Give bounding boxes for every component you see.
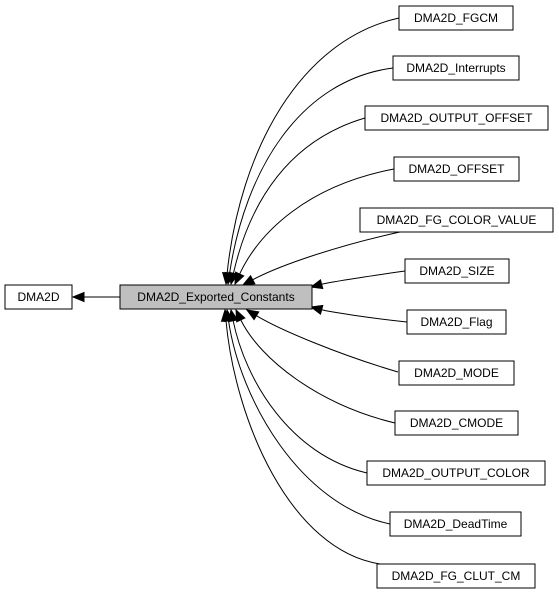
node-child-deadtime-label: DMA2D_DeadTime bbox=[404, 517, 508, 531]
node-current-label: DMA2D_Exported_Constants bbox=[137, 290, 294, 304]
diagram-nodes: DMA2D DMA2D_Exported_Constants DMA2D_FGC… bbox=[4, 5, 554, 589]
node-child-size-box bbox=[404, 258, 510, 284]
node-child-fg-clut-cm[interactable]: DMA2D_FG_CLUT_CM bbox=[376, 563, 536, 589]
edge-fg-clut-cm-arrowhead bbox=[220, 308, 232, 322]
edge-to-parent-arrowhead bbox=[71, 291, 85, 303]
edge-mode bbox=[255, 314, 399, 373]
node-child-output-color-box bbox=[366, 460, 546, 486]
node-child-fgcm[interactable]: DMA2D_FGCM bbox=[398, 5, 514, 31]
node-child-output-offset-box bbox=[364, 105, 549, 131]
node-child-output-offset-label: DMA2D_OUTPUT_OFFSET bbox=[380, 111, 533, 125]
edge-cmode-arrowhead bbox=[235, 308, 246, 323]
edge-output-offset bbox=[232, 117, 366, 275]
diagram-edges bbox=[71, 17, 408, 565]
edge-deadtime bbox=[227, 319, 391, 525]
node-child-size-label: DMA2D_SIZE bbox=[419, 264, 494, 278]
node-parent[interactable]: DMA2D bbox=[4, 284, 73, 310]
edge-offset-arrowhead bbox=[234, 271, 245, 286]
node-child-fg-color-value-label: DMA2D_FG_COLOR_VALUE bbox=[377, 213, 537, 227]
node-child-interrupts-box bbox=[392, 55, 520, 81]
node-child-flag-label: DMA2D_Flag bbox=[420, 315, 492, 329]
node-child-output-color-label: DMA2D_OUTPUT_COLOR bbox=[382, 466, 530, 480]
node-child-offset[interactable]: DMA2D_OFFSET bbox=[393, 156, 520, 182]
node-child-fgcm-box bbox=[398, 5, 514, 31]
node-child-fg-clut-cm-box bbox=[376, 563, 536, 589]
node-child-flag-box bbox=[406, 309, 507, 335]
edge-size bbox=[320, 270, 406, 285]
node-child-fg-clut-cm-label: DMA2D_FG_CLUT_CM bbox=[392, 569, 521, 583]
node-child-cmode[interactable]: DMA2D_CMODE bbox=[394, 410, 519, 436]
node-child-output-color[interactable]: DMA2D_OUTPUT_COLOR bbox=[366, 460, 546, 486]
node-child-deadtime[interactable]: DMA2D_DeadTime bbox=[389, 511, 522, 537]
node-child-deadtime-box bbox=[389, 511, 522, 537]
node-child-fgcm-label: DMA2D_FGCM bbox=[414, 11, 498, 25]
edge-size-arrowhead bbox=[309, 279, 324, 290]
edge-offset bbox=[238, 168, 395, 276]
node-child-output-offset[interactable]: DMA2D_OUTPUT_OFFSET bbox=[364, 105, 549, 131]
node-child-interrupts-label: DMA2D_Interrupts bbox=[406, 61, 505, 75]
edge-fgcm bbox=[226, 17, 400, 275]
node-child-mode-label: DMA2D_MODE bbox=[414, 366, 499, 380]
edge-flag bbox=[320, 309, 408, 323]
edge-fg-clut-cm bbox=[225, 319, 381, 565]
node-parent-box bbox=[4, 284, 73, 310]
node-child-fg-color-value-box bbox=[359, 207, 554, 233]
node-child-fg-color-value[interactable]: DMA2D_FG_COLOR_VALUE bbox=[359, 207, 554, 233]
node-child-cmode-label: DMA2D_CMODE bbox=[410, 416, 503, 430]
edge-output-color bbox=[232, 319, 368, 474]
node-child-flag[interactable]: DMA2D_Flag bbox=[406, 309, 507, 335]
edge-fg-color-value bbox=[251, 231, 401, 281]
node-child-offset-box bbox=[393, 156, 520, 182]
node-child-mode[interactable]: DMA2D_MODE bbox=[398, 360, 515, 386]
node-current[interactable]: DMA2D_Exported_Constants bbox=[119, 284, 313, 310]
node-child-mode-box bbox=[398, 360, 515, 386]
edge-flag-arrowhead bbox=[309, 304, 324, 315]
edge-interrupts bbox=[228, 67, 394, 275]
node-child-interrupts[interactable]: DMA2D_Interrupts bbox=[392, 55, 520, 81]
node-child-cmode-box bbox=[394, 410, 519, 436]
node-current-box bbox=[119, 284, 313, 310]
edge-fg-color-value-arrowhead bbox=[241, 274, 256, 286]
edge-mode-arrowhead bbox=[245, 309, 260, 321]
node-parent-label: DMA2D bbox=[17, 290, 59, 304]
node-child-size[interactable]: DMA2D_SIZE bbox=[404, 258, 510, 284]
node-child-offset-label: DMA2D_OFFSET bbox=[408, 162, 505, 176]
edge-cmode bbox=[239, 318, 396, 424]
